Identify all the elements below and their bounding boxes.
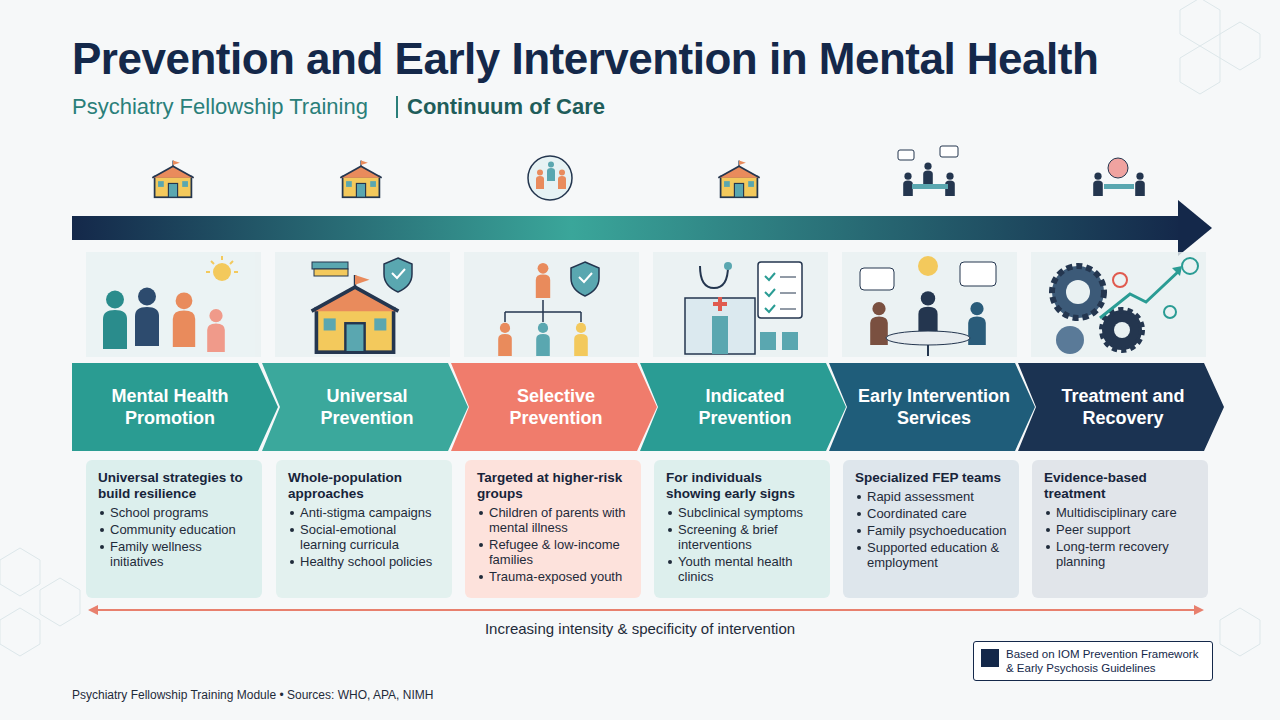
subtitle: Psychiatry Fellowship Training [72, 94, 368, 120]
bullet-item: Peer support [1044, 522, 1198, 537]
clinic-figure [685, 262, 802, 354]
chevron-band: Treatment and Recovery [1018, 363, 1224, 451]
meeting-figure [860, 256, 996, 356]
chevron-band: Selective Prevention [451, 363, 657, 451]
legend-text: Based on IOM Prevention Framework & Earl… [1006, 647, 1206, 675]
bullet-item: Screening & brief interventions [666, 522, 820, 552]
chevron-shape [1018, 363, 1224, 451]
group-figure [498, 262, 599, 356]
description-card: Universal strategies to build resilience… [86, 460, 262, 598]
continuum-arrow [72, 200, 1212, 256]
card-heading: Evidence-based treatment [1044, 470, 1198, 502]
school-figure [312, 258, 412, 352]
band-title: Early Intervention Services [857, 385, 1011, 429]
axis-label: Increasing intensity & specificity of in… [340, 620, 940, 637]
chevron-band: Mental Health Promotion [72, 363, 278, 451]
bullet-item: Long-term recovery planning [1044, 539, 1198, 569]
bullet-item: Community education [98, 522, 252, 537]
separator [396, 96, 398, 118]
chevron-shape [640, 363, 846, 451]
legend-box: Based on IOM Prevention Framework & Earl… [973, 641, 1213, 681]
bullet-item: Multidisciplinary care [1044, 505, 1198, 520]
band-title: Universal Prevention [290, 385, 444, 429]
top-icons [152, 146, 1144, 200]
band-title: Indicated Prevention [668, 385, 822, 429]
bullet-item: Rapid assessment [855, 489, 1009, 504]
description-card: Whole-population approachesAnti-stigma c… [276, 460, 452, 598]
legend-swatch [981, 649, 999, 667]
card-heading: Whole-population approaches [288, 470, 442, 502]
card-heading: For individuals showing early signs [666, 470, 820, 502]
bullet-item: Family wellness initiatives [98, 539, 252, 569]
card-heading: Targeted at higher-risk groups [477, 470, 631, 502]
chevron-band: Indicated Prevention [640, 363, 846, 451]
footer-note: Psychiatry Fellowship Training Module • … [72, 688, 433, 702]
description-card: Evidence-based treatmentMultidisciplinar… [1032, 460, 1208, 598]
bullet-item: School programs [98, 505, 252, 520]
bullet-item: Subclinical symptoms [666, 505, 820, 520]
chevron-band: Universal Prevention [262, 363, 468, 451]
band-title: Selective Prevention [479, 385, 633, 429]
band-title: Mental Health Promotion [86, 385, 254, 429]
bullet-item: Social-emotional learning curricula [288, 522, 442, 552]
gears-figure [1052, 258, 1198, 354]
chevron-band: Early Intervention Services [829, 363, 1035, 451]
description-card: Targeted at higher-risk groupsChildren o… [465, 460, 641, 598]
description-card: Specialized FEP teamsRapid assessmentCoo… [843, 460, 1019, 598]
band-title: Treatment and Recovery [1046, 385, 1200, 429]
intensity-arrow [88, 605, 1204, 615]
bullet-item: Healthy school policies [288, 554, 442, 569]
bullet-item: Coordinated care [855, 506, 1009, 521]
card-heading: Specialized FEP teams [855, 470, 1009, 486]
bullet-item: Refugee & low-income families [477, 537, 631, 567]
bullet-item: Trauma-exposed youth [477, 569, 631, 584]
description-card: For individuals showing early signsSubcl… [654, 460, 830, 598]
bullet-item: Family psychoeducation [855, 523, 1009, 538]
family-figure [103, 256, 238, 352]
chevron-shape [829, 363, 1035, 451]
bullet-item: Youth mental health clinics [666, 554, 820, 584]
hex-pattern [0, 0, 1260, 656]
bullet-item: Anti-stigma campaigns [288, 505, 442, 520]
chevron-shape [262, 363, 468, 451]
subtitle-strong: Continuum of Care [407, 94, 605, 120]
bullet-item: Children of parents with mental illness [477, 505, 631, 535]
chevron-shape [72, 363, 278, 451]
chevron-shape [451, 363, 657, 451]
title: Prevention and Early Intervention in Men… [72, 34, 1098, 84]
panels [86, 252, 1206, 357]
bullet-item: Supported education & employment [855, 540, 1009, 570]
card-heading: Universal strategies to build resilience [98, 470, 252, 502]
